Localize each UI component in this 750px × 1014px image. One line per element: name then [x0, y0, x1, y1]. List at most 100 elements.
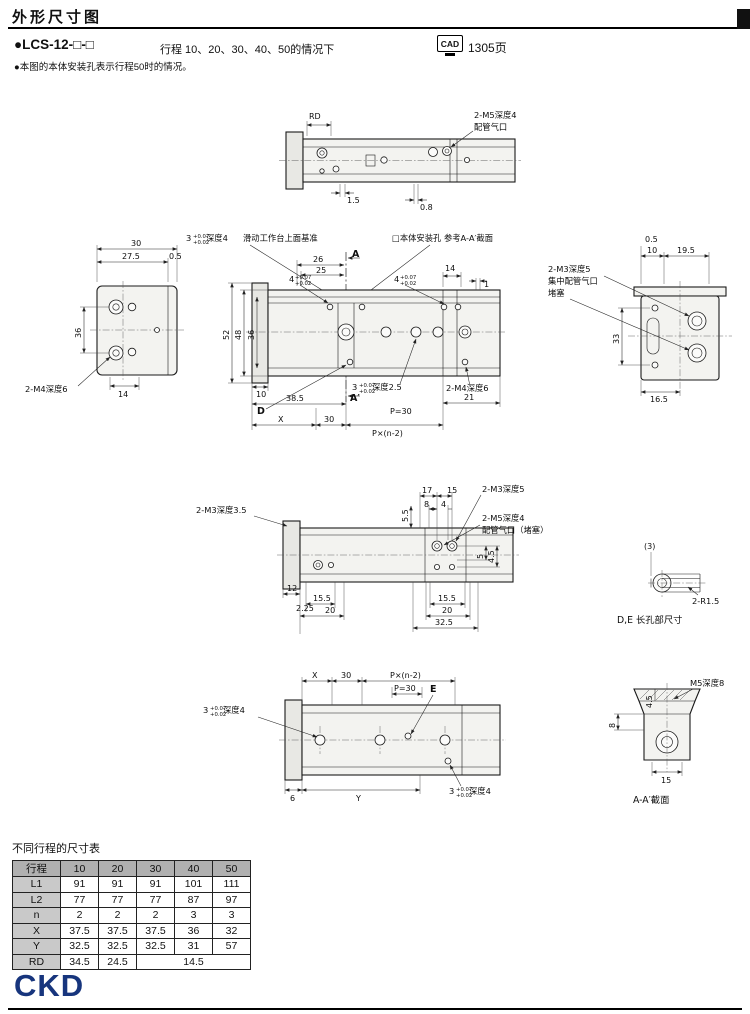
callout-port-thread: 2-M5深度4: [474, 110, 517, 120]
dim-8-aa: 8: [608, 723, 617, 728]
table-cell: 34.5: [60, 953, 99, 970]
table-cell: 32: [212, 922, 251, 939]
dim-2-25: 2.25: [296, 604, 314, 613]
table-row-label: RD: [12, 953, 61, 970]
table-header-cell: 30: [136, 860, 175, 877]
callout-m3-depth3-5: 2-M3深度3.5: [196, 505, 247, 515]
svg-text:+0.07: +0.07: [295, 275, 311, 281]
dim-32-5: 32.5: [435, 618, 453, 627]
tolerance-lower: +0.02: [193, 240, 209, 246]
svg-text:+0.02: +0.02: [210, 712, 226, 718]
dim-19-5: 19.5: [677, 246, 695, 255]
table-cell: 91: [136, 876, 175, 893]
table-cell: 36: [174, 922, 213, 939]
stroke-dimension-table: 行程 10 20 30 40 50 L1 91 91 91 101 111 L2…: [12, 860, 251, 970]
svg-text:+0.02: +0.02: [359, 389, 375, 395]
table-row-label: Y: [12, 938, 61, 955]
table-cell: 31: [174, 938, 213, 955]
callout-4h-right: 4: [394, 274, 399, 284]
dim-0-5: 0.5: [169, 252, 182, 261]
stroke-range-note: 行程 10、20、30、40、50的情况下: [160, 44, 335, 56]
bottom-view: X 30 P×(n-2) P=30 E 3 +0.07 +0.02 深度4 6 …: [203, 671, 506, 803]
piping-side-view: 2-M3深度3.5 5.5 17 15 8 4 2-M3深度5 2-M5深度4 …: [196, 484, 548, 634]
dim-12: 12: [287, 584, 297, 593]
callout-dowel-bv-left-depth: 深度4: [223, 705, 245, 715]
callout-4h-left: 4: [289, 274, 294, 284]
table-cell: 77: [136, 891, 175, 908]
table-cell: 37.5: [60, 922, 99, 939]
table-row-label: L2: [12, 891, 61, 908]
table-cell: 91: [60, 876, 99, 893]
callout-port-label: 配管气口: [474, 122, 507, 132]
dim-1: 1: [484, 280, 489, 289]
table-cell: 2: [98, 907, 137, 924]
callout-dowel25-num: 3: [352, 382, 357, 392]
callout-m3-depth5: 2-M3深度5: [548, 264, 591, 274]
dim-15-aa: 15: [661, 776, 671, 785]
table-row: L1 91 91 91 101 111: [12, 876, 251, 893]
slot-detail: (3) 2-R1.5 D,E 长孔部尺寸: [617, 542, 719, 626]
dim-1-5: 1.5: [347, 196, 360, 205]
dim-30-bv: 30: [341, 671, 351, 680]
callout-dowel-bv-left-num: 3: [203, 705, 208, 715]
dim-17: 17: [422, 486, 432, 495]
tolerance-upper: +0.07: [193, 234, 209, 240]
dim-52: 52: [222, 330, 231, 340]
dim-slot-width: (3): [644, 542, 655, 551]
dim-pn2: P×(n-2): [372, 429, 403, 438]
table-header-cell: 行程: [12, 860, 61, 877]
section-aa-caption: A-A′截面: [633, 794, 669, 806]
table-cell: 2: [60, 907, 99, 924]
table-cell: 57: [212, 938, 251, 955]
dim-8-pv: 8: [424, 500, 429, 509]
dim-15-5-right: 15.5: [438, 594, 456, 603]
dim-30-fv: 30: [324, 415, 334, 424]
table-row-label: n: [12, 907, 61, 924]
mounting-hole-ref-note: □本体安装孔 参考A-A′截面: [392, 233, 493, 243]
dim-48: 48: [234, 330, 243, 340]
dim-14-fv: 14: [445, 264, 455, 273]
title-rule: [8, 27, 742, 29]
callout-plug: 堵塞: [548, 288, 565, 298]
callout-m3-depth5-pv: 2-M3深度5: [482, 484, 525, 494]
callout-dowel25-depth: 深度2.5: [372, 382, 402, 392]
datum-note: 滑动工作台上面基准: [243, 233, 318, 243]
table-cell: 77: [60, 891, 99, 908]
svg-text:+0.02: +0.02: [456, 793, 472, 799]
section-arrow-a-top: A: [352, 249, 360, 260]
dim-10-rv: 10: [647, 246, 657, 255]
dim-rd: RD: [309, 112, 321, 121]
table-row: X 37.5 37.5 37.5 36 32: [12, 922, 251, 939]
dim-5: 5: [476, 554, 485, 559]
svg-text:+0.07: +0.07: [210, 706, 226, 712]
section-aa-view: 4.5 8 M5深度8 15 A-A′截面: [608, 678, 724, 806]
dim-26: 26: [313, 255, 323, 264]
label-e: E: [430, 684, 437, 695]
table-cell: 77: [98, 891, 137, 908]
stroke-table-section: 不同行程的尺寸表 行程 10 20 30 40 50 L1 91 91 91 1…: [12, 840, 251, 970]
dim-p30-bv: P=30: [394, 684, 416, 693]
dim-4-5-aa: 4.5: [645, 695, 654, 708]
table-cell: 37.5: [98, 922, 137, 939]
table-cell: 3: [212, 907, 251, 924]
left-view-outline: [96, 285, 178, 376]
callout-central-piping: 集中配管气口: [548, 276, 598, 286]
dim-5-5: 5.5: [401, 509, 410, 522]
dim-4-5: 4.5: [487, 550, 496, 563]
dim-25: 25: [316, 266, 326, 275]
callout-dowel-depth: 深度4: [206, 233, 228, 243]
dim-27-5: 27.5: [122, 252, 140, 261]
callout-dowel-num: 3: [186, 233, 191, 243]
table-cell: 2: [136, 907, 175, 924]
svg-text:+0.07: +0.07: [359, 383, 375, 389]
right-side-view: 0.5 10 19.5 2-M3深度5 集中配管气口 堵塞 33 16.5: [548, 235, 732, 404]
table-cell: 3: [174, 907, 213, 924]
dim-15-5-left: 15.5: [313, 594, 331, 603]
callout-m5-depth8: M5深度8: [690, 678, 724, 688]
dim-15-pv: 15: [447, 486, 457, 495]
cad-page-ref: 1305页: [468, 41, 507, 55]
table-cell: 24.5: [98, 953, 137, 970]
svg-text:+0.02: +0.02: [295, 281, 311, 287]
dim-0-5-rv: 0.5: [645, 235, 658, 244]
